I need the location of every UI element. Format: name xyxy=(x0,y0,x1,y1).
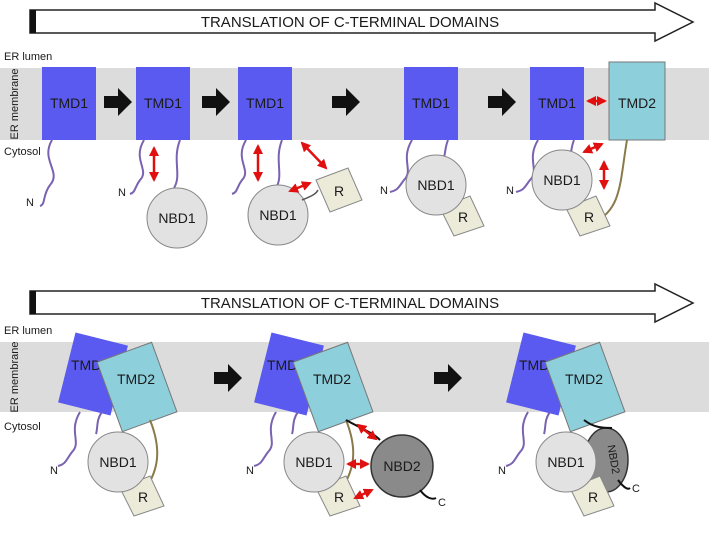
nbd1-circle xyxy=(247,184,309,246)
nbd1-circle xyxy=(87,431,149,493)
top-er-lumen-label: ER lumen xyxy=(4,51,52,63)
tmd2-label: TMD2 xyxy=(117,371,155,387)
n-terminus-label: N xyxy=(498,465,506,477)
top-stage-3: TMD1 NBD1 R xyxy=(231,67,363,246)
top-cytosol-label: Cytosol xyxy=(4,146,41,158)
bottom-cytosol-label: Cytosol xyxy=(4,421,41,433)
bottom-stage-2: TMD1 TMD2 N R NBD1 NBD2 C xyxy=(246,332,446,517)
n-terminal-linker xyxy=(505,411,529,467)
tmd1-box xyxy=(404,67,458,140)
tmd2-box xyxy=(544,341,626,433)
tmd1-box xyxy=(42,67,96,140)
nbd1-linker xyxy=(291,411,299,435)
n-terminus-label: N xyxy=(118,187,126,199)
interaction-arrow xyxy=(353,488,374,500)
nbd1-label: NBD1 xyxy=(543,172,581,188)
nbd2-linker xyxy=(583,419,613,429)
interaction-arrow xyxy=(288,181,312,193)
interaction-arrow xyxy=(582,142,604,154)
nbd1-label: NBD1 xyxy=(295,454,333,470)
r-label: R xyxy=(458,209,468,225)
tmd2-label: TMD2 xyxy=(565,371,603,387)
n-terminus-label: N xyxy=(50,465,58,477)
top-er-membrane-label: ER membrane xyxy=(9,69,21,140)
bottom-stage-3: TMD1 NBD2 TMD2 N R NBD1 C xyxy=(498,332,640,517)
nbd1-circle xyxy=(405,154,467,216)
n-terminal-linker xyxy=(57,411,81,467)
r-linker xyxy=(301,189,319,201)
n-terminal-linker xyxy=(231,139,247,195)
step-arrow-6 xyxy=(434,364,462,392)
n-terminal-linker xyxy=(39,139,55,207)
interaction-arrow xyxy=(356,423,378,441)
nbd1-linker xyxy=(543,411,551,435)
nbd1-label: NBD1 xyxy=(259,207,297,223)
bottom-translation-banner: TRANSLATION OF C-TERMINAL DOMAINS xyxy=(29,282,695,324)
n-terminal-linker xyxy=(253,411,277,467)
step-arrow-1 xyxy=(104,88,132,116)
n-terminal-linker xyxy=(389,139,413,193)
r-label: R xyxy=(588,489,598,505)
nbd2-label: NBD2 xyxy=(383,458,421,474)
nbd1-label: NBD1 xyxy=(417,177,455,193)
tmd1-label: TMD1 xyxy=(538,95,576,111)
top-translation-banner: TRANSLATION OF C-TERMINAL DOMAINS xyxy=(29,1,695,43)
c-terminus-label: C xyxy=(438,497,446,509)
nbd1-circle xyxy=(531,149,593,211)
tmd1-box xyxy=(530,67,584,140)
nbd1-circle xyxy=(146,187,208,249)
interaction-arrow xyxy=(300,141,328,170)
tmd1-label: TMD1 xyxy=(50,95,88,111)
top-panel: TRANSLATION OF C-TERMINAL DOMAINS ER lum… xyxy=(0,1,709,249)
nbd2-circle xyxy=(370,434,434,498)
n-terminus-label: N xyxy=(246,465,254,477)
tmd1-label: TMD1 xyxy=(144,95,182,111)
n-terminal-linker xyxy=(515,139,539,193)
bottom-banner-text: TRANSLATION OF C-TERMINAL DOMAINS xyxy=(201,295,499,312)
bottom-er-lumen-label: ER lumen xyxy=(4,325,52,337)
nbd1-circle xyxy=(535,431,597,493)
r-label: R xyxy=(334,183,344,199)
tmd2-box xyxy=(608,61,666,141)
nbd1-label: NBD1 xyxy=(158,210,196,226)
top-stage-2: TMD1 N NBD1 xyxy=(118,67,208,249)
nbd2-label: NBD2 xyxy=(604,444,621,475)
tmd2-label: TMD2 xyxy=(618,95,656,111)
top-stage-5: TMD1 TMD2 N R NBD1 xyxy=(506,61,666,237)
step-arrow-4 xyxy=(488,88,516,116)
bottom-panel: TRANSLATION OF C-TERMINAL DOMAINS ER lum… xyxy=(0,282,709,517)
tmd1-label: TMD1 xyxy=(412,95,450,111)
r-label: R xyxy=(138,489,148,505)
top-stage-1: TMD1 N xyxy=(26,67,96,209)
nbd1-linker xyxy=(173,139,181,189)
tmd1-label: TMD1 xyxy=(246,95,284,111)
top-stage-4: TMD1 N R NBD1 xyxy=(380,67,485,237)
bottom-stage-1: TMD1 TMD2 N R NBD1 xyxy=(50,332,178,517)
r-label: R xyxy=(584,209,594,225)
nbd1-label: NBD1 xyxy=(99,454,137,470)
top-banner-text: TRANSLATION OF C-TERMINAL DOMAINS xyxy=(201,14,499,31)
tmd2-label: TMD2 xyxy=(313,371,351,387)
r-domain xyxy=(315,167,363,213)
c-terminal-tail xyxy=(617,479,631,490)
tmd1-box xyxy=(136,67,190,140)
n-terminus-label: N xyxy=(380,185,388,197)
n-terminus-label: N xyxy=(26,197,34,209)
nbd1-linker xyxy=(275,139,283,189)
bottom-er-membrane-label: ER membrane xyxy=(9,342,21,413)
c-terminus-label: C xyxy=(632,483,640,495)
step-arrow-3 xyxy=(332,88,360,116)
n-terminus-label: N xyxy=(506,185,514,197)
nbd1-label: NBD1 xyxy=(547,454,585,470)
r-label: R xyxy=(334,489,344,505)
n-terminal-linker xyxy=(129,139,145,195)
step-arrow-2 xyxy=(202,88,230,116)
step-arrow-5 xyxy=(214,364,242,392)
tmd1-box xyxy=(238,67,292,140)
c-terminal-tail xyxy=(419,489,437,500)
nbd1-circle xyxy=(283,431,345,493)
nbd1-linker xyxy=(95,411,103,435)
